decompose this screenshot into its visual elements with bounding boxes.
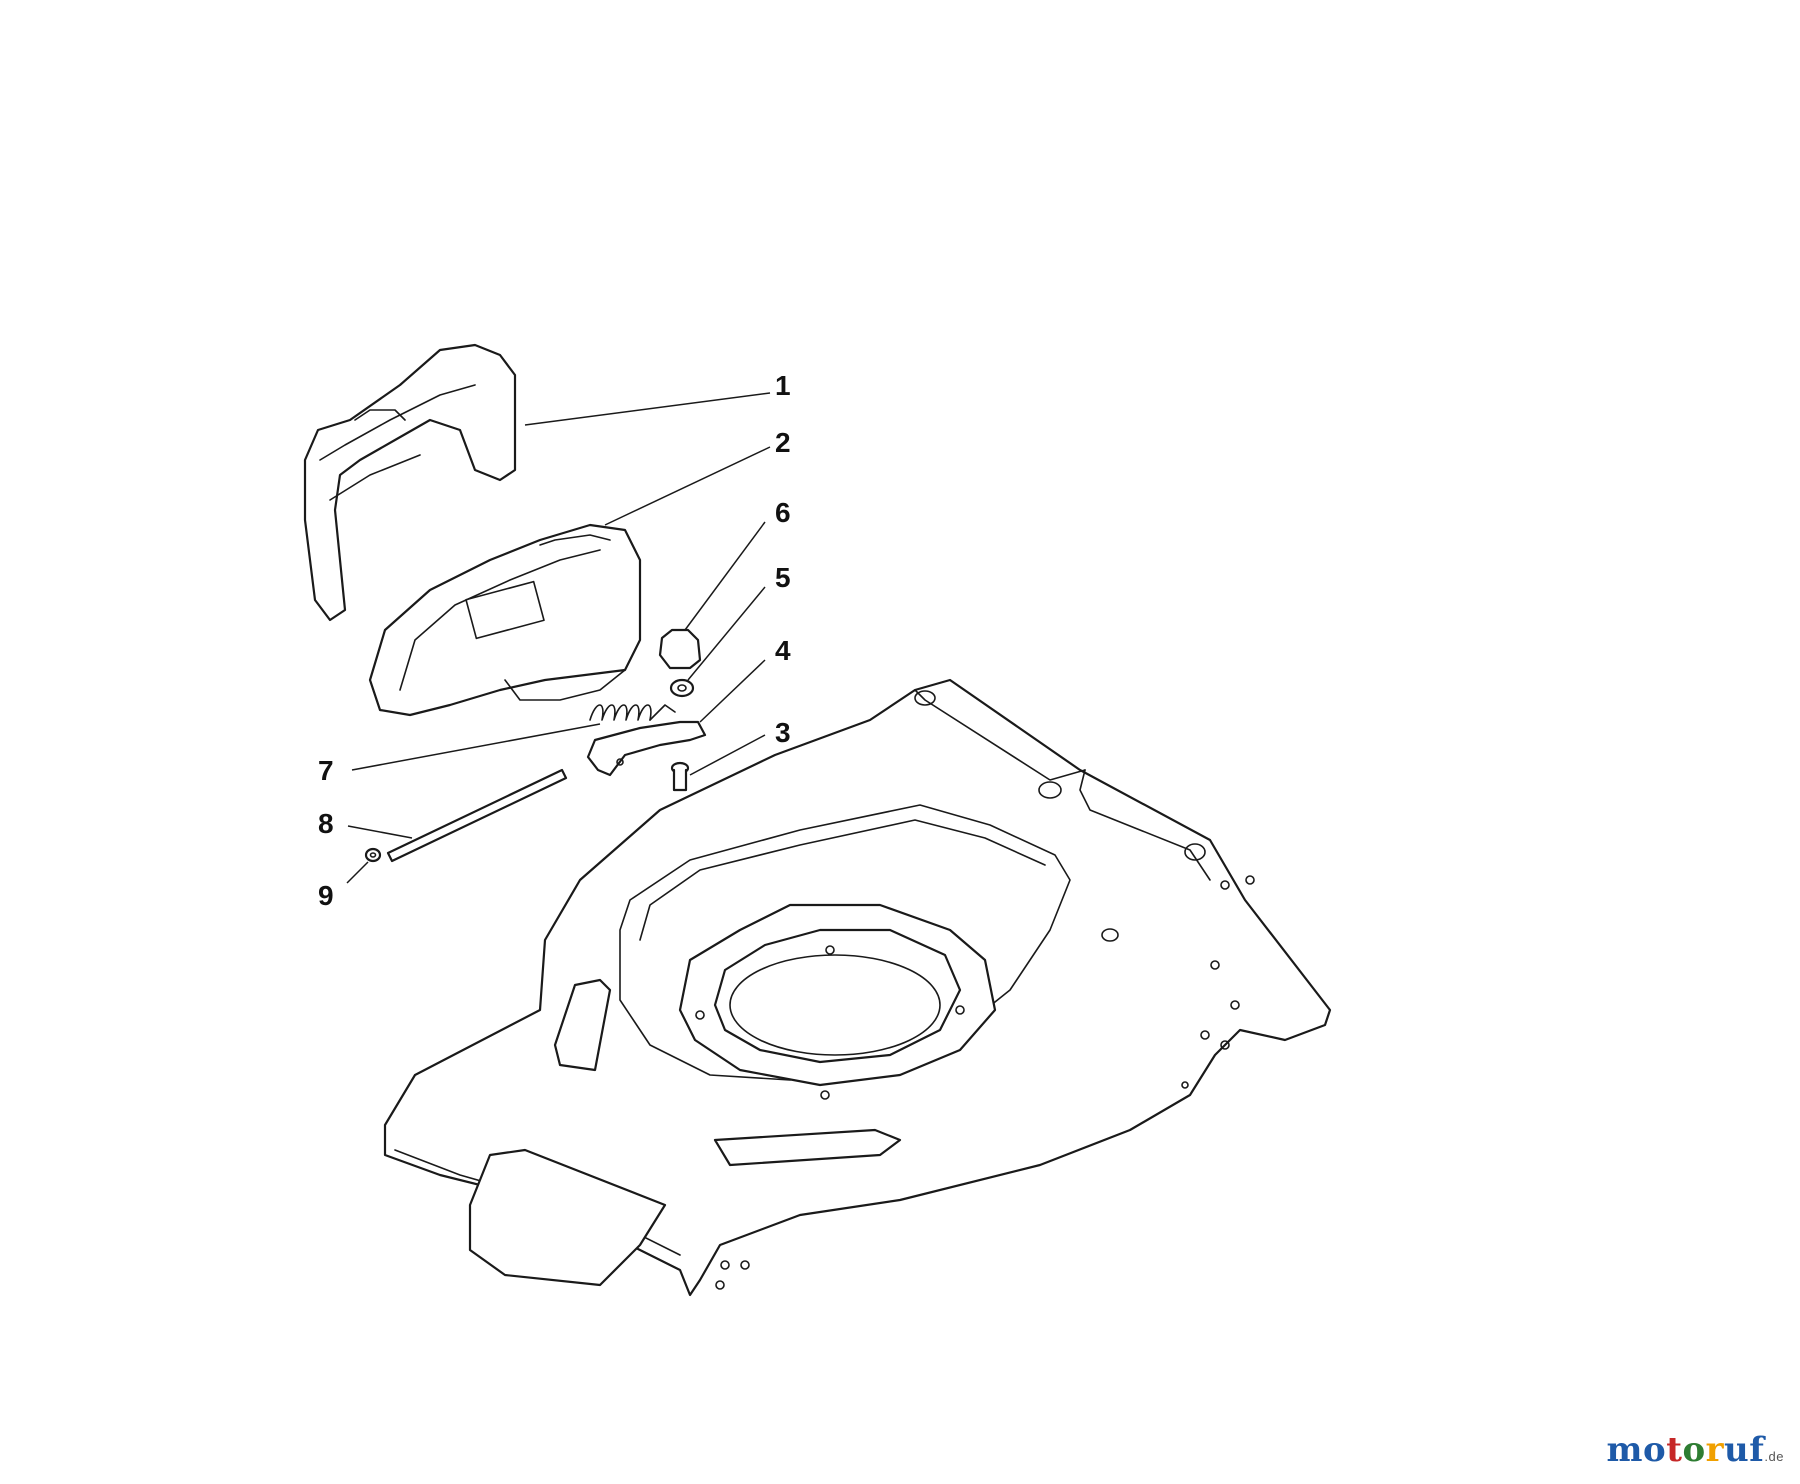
leader-7 — [351, 723, 601, 771]
callout-7: 7 — [318, 755, 334, 786]
watermark-suffix: .de — [1764, 1449, 1784, 1464]
watermark-letter: u — [1724, 1430, 1750, 1470]
leader-1 — [524, 392, 771, 426]
watermark-letter: o — [1682, 1430, 1706, 1470]
part-3-screw — [670, 761, 690, 792]
part-6-cap — [658, 628, 702, 670]
watermark-letter: f — [1749, 1430, 1765, 1470]
part-8-rod — [386, 768, 568, 863]
leader-5 — [687, 586, 766, 681]
part-4-bracket — [586, 720, 707, 777]
part-1-cover — [303, 343, 517, 622]
leader-lines — [346, 392, 771, 884]
watermark-letter: m — [1606, 1430, 1644, 1470]
watermark-logo: motoruf.de — [1607, 1430, 1784, 1470]
watermark-letter: t — [1666, 1430, 1683, 1470]
callout-3: 3 — [775, 717, 791, 748]
leader-6 — [684, 521, 766, 631]
watermark-letter: r — [1705, 1430, 1725, 1470]
callout-1: 1 — [775, 370, 791, 401]
part-9-washer — [364, 847, 382, 863]
callout-9: 9 — [318, 880, 334, 911]
callout-2: 2 — [775, 427, 791, 458]
part-5-nut — [669, 678, 695, 698]
leader-2 — [604, 446, 771, 526]
leader-8 — [347, 825, 413, 839]
callout-4: 4 — [775, 635, 791, 666]
watermark-letter: o — [1643, 1430, 1667, 1470]
watermark-letters: motoruf — [1607, 1430, 1765, 1470]
callout-8: 8 — [318, 808, 334, 839]
part-2-lid — [368, 523, 642, 717]
leader-9 — [346, 861, 369, 884]
callout-5: 5 — [775, 562, 791, 593]
part-7-spring — [589, 704, 676, 721]
leader-4 — [699, 659, 766, 723]
mower-deck — [383, 678, 1332, 1297]
leader-3 — [689, 734, 766, 776]
callout-numbers: 1 2 3 4 5 6 7 8 9 — [318, 370, 791, 911]
callout-6: 6 — [775, 497, 791, 528]
